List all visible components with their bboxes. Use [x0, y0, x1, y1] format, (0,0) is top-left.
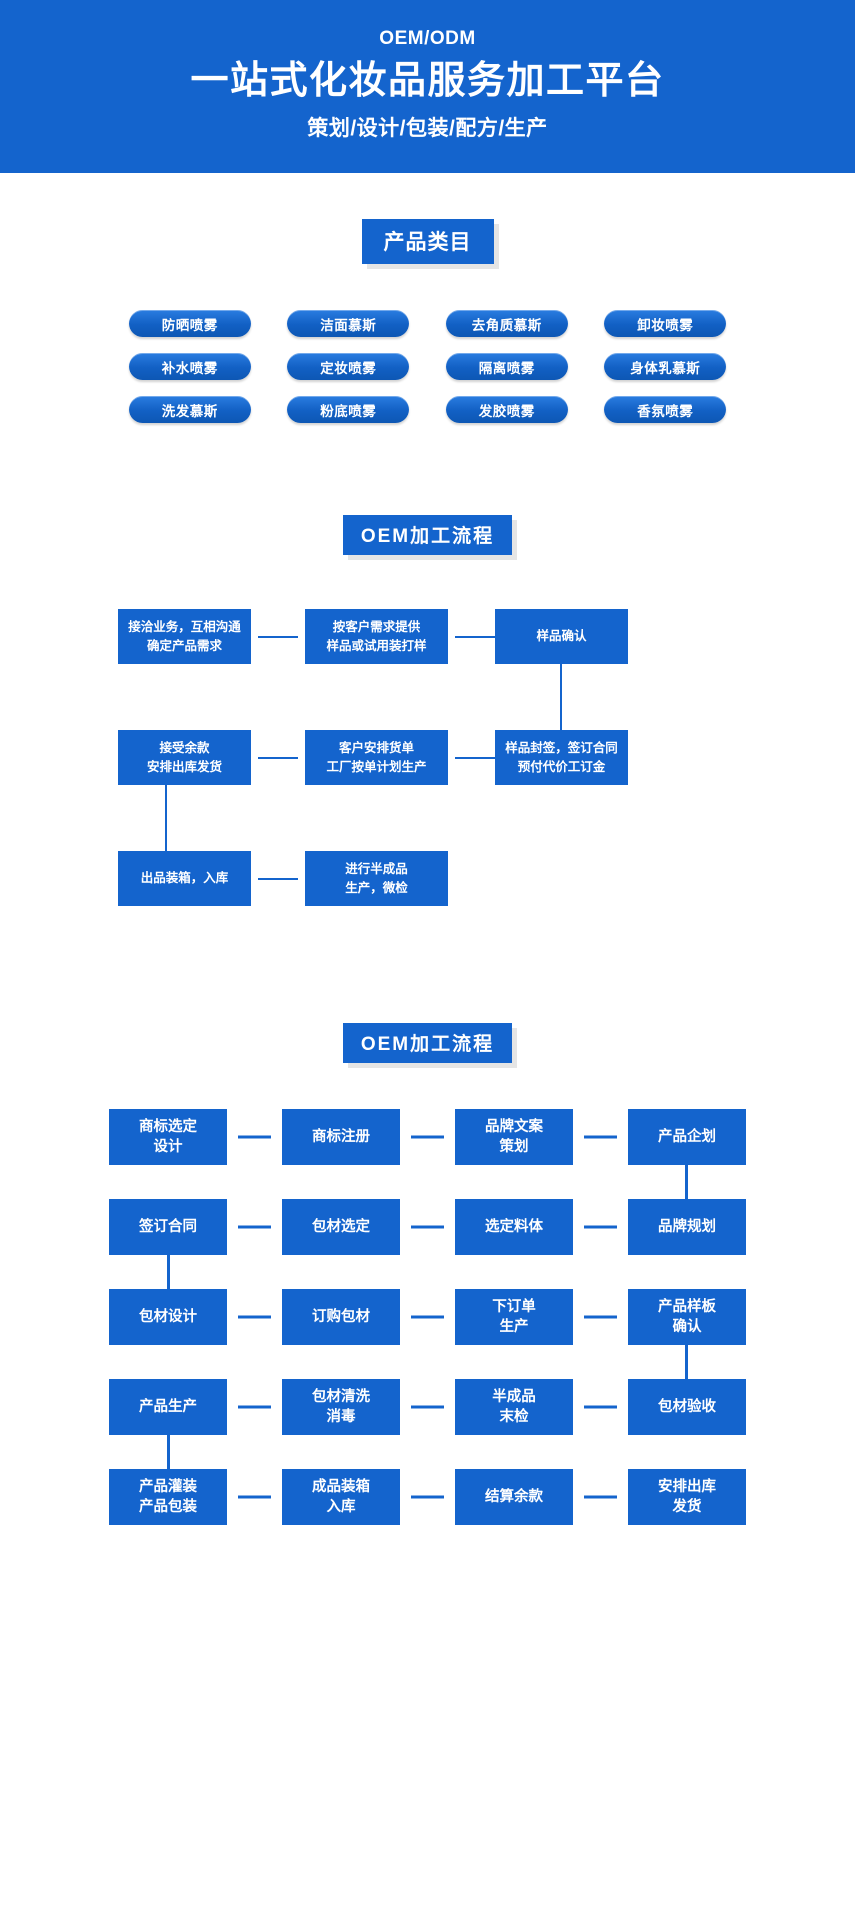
flow1-box: 样品确认 — [495, 609, 628, 665]
flow2-box: 包材清洗消毒 — [282, 1379, 444, 1436]
flow2-connector-horizontal — [238, 1135, 271, 1139]
flow2-box: 品牌文案策划 — [455, 1109, 617, 1166]
flow2-box: 签订合同 — [109, 1199, 271, 1290]
flow2-connector-vertical — [685, 1165, 688, 1200]
flow2-box: 订购包材 — [282, 1289, 444, 1346]
flow1-box: 进行半成品生产，微检 — [305, 851, 448, 907]
spacer-before-flow2 — [0, 931, 855, 1023]
banner-subtitle-bottom: 策划/设计/包装/配方/生产 — [307, 116, 548, 140]
flow2-box: 选定料体 — [455, 1199, 617, 1256]
flow2-box: 包材设计 — [109, 1289, 271, 1346]
spacer-before-pills — [0, 264, 855, 310]
flow2-connector-horizontal — [584, 1135, 617, 1139]
flow1-box: 接洽业务，互相沟通确定产品需求 — [118, 609, 251, 665]
category-pill[interactable]: 香氛喷雾 — [604, 396, 727, 424]
flow2-connector-horizontal — [238, 1225, 271, 1229]
flow2-box: 产品生产 — [109, 1379, 271, 1470]
flow2-box: 产品样板确认 — [628, 1289, 746, 1380]
flow1-box: 样品封签，签订合同预付代价工订金 — [495, 730, 628, 786]
flow2-box: 半成品末检 — [455, 1379, 617, 1436]
flow2-connector-horizontal — [238, 1315, 271, 1319]
category-pill[interactable]: 发胶喷雾 — [445, 396, 568, 424]
flow1-connector-vertical — [560, 664, 562, 731]
category-pill[interactable]: 洗发慕斯 — [128, 396, 251, 424]
flow2-box: 结算余款 — [455, 1469, 617, 1526]
spacer-after-banner — [0, 173, 855, 219]
flow2-connector-vertical — [167, 1435, 170, 1470]
flow2-row: 商标选定设计 商标注册 品牌文案策划 产品企划 — [0, 1109, 855, 1200]
oem-process-diagram-1: 接洽业务，互相沟通确定产品需求 按客户需求提供样品或试用装打样 样品确认 接受余… — [0, 601, 855, 931]
flow2-box: 下订单生产 — [455, 1289, 617, 1346]
flow2-connector-horizontal — [584, 1405, 617, 1409]
flow1-box: 客户安排货单工厂按单计划生产 — [305, 730, 448, 786]
flow1-connector-horizontal — [258, 636, 298, 639]
flow1-section-header: OEM加工流程 — [0, 515, 855, 556]
flow2-box: 成品装箱入库 — [282, 1469, 444, 1526]
flow2-title-chip: OEM加工流程 — [342, 1023, 513, 1064]
flow2-section-header: OEM加工流程 — [0, 1023, 855, 1064]
oem-process-diagram-2: 商标选定设计 商标注册 品牌文案策划 产品企划 签订合同 包材选定 选定料体 品… — [0, 1109, 855, 1526]
flow1-box: 接受余款安排出库发货 — [118, 730, 251, 786]
spacer-before-flow2-diagram — [0, 1063, 855, 1109]
banner-main-title: 一站式化妆品服务加工平台 — [190, 59, 665, 102]
flow2-connector-horizontal — [584, 1495, 617, 1499]
flow2-row: 签订合同 包材选定 选定料体 品牌规划 — [0, 1199, 855, 1290]
spacer-before-flow1 — [0, 423, 855, 515]
product-category-grid: 防晒喷雾 洁面慕斯 去角质慕斯 卸妆喷雾 补水喷雾 定妆喷雾 隔离喷雾 身体乳慕… — [118, 310, 738, 424]
category-pill[interactable]: 身体乳慕斯 — [604, 353, 727, 381]
flow2-box: 产品灌装产品包装 — [109, 1469, 271, 1526]
flow1-connector-horizontal — [455, 636, 495, 639]
category-pill[interactable]: 定妆喷雾 — [287, 353, 410, 381]
flow2-connector-horizontal — [411, 1315, 444, 1319]
flow2-row: 产品灌装产品包装 成品装箱入库 结算余款 安排出库发货 — [0, 1469, 855, 1526]
flow2-connector-horizontal — [238, 1405, 271, 1409]
flow2-connector-horizontal — [411, 1405, 444, 1409]
flow1-connector-horizontal — [258, 757, 298, 760]
categories-title-chip: 产品类目 — [361, 219, 494, 265]
flow2-connector-vertical — [685, 1345, 688, 1380]
flow2-connector-vertical — [167, 1255, 170, 1290]
spacer-before-flow1-diagram — [0, 555, 855, 601]
flow2-box: 包材选定 — [282, 1199, 444, 1256]
categories-section-header: 产品类目 — [0, 219, 855, 265]
spacer-page-bottom — [0, 1559, 855, 1589]
category-pill[interactable]: 粉底喷雾 — [287, 396, 410, 424]
page-banner: OEM/ODM 一站式化妆品服务加工平台 策划/设计/包装/配方/生产 — [0, 0, 855, 174]
flow1-title-chip: OEM加工流程 — [342, 515, 513, 556]
flow2-box: 包材验收 — [628, 1379, 746, 1436]
category-pill[interactable]: 防晒喷雾 — [128, 310, 251, 338]
flow2-box: 商标注册 — [282, 1109, 444, 1166]
flow2-row: 包材设计 订购包材 下订单生产 产品样板确认 — [0, 1289, 855, 1380]
category-pill[interactable]: 卸妆喷雾 — [604, 310, 727, 338]
category-pill[interactable]: 洁面慕斯 — [287, 310, 410, 338]
category-pill[interactable]: 隔离喷雾 — [445, 353, 568, 381]
flow2-box: 品牌规划 — [628, 1199, 746, 1256]
flow2-box: 商标选定设计 — [109, 1109, 271, 1166]
flow2-connector-horizontal — [238, 1495, 271, 1499]
flow2-box: 产品企划 — [628, 1109, 746, 1200]
flow1-connector-horizontal — [455, 757, 495, 760]
category-pill[interactable]: 去角质慕斯 — [445, 310, 568, 338]
flow2-row: 产品生产 包材清洗消毒 半成品末检 包材验收 — [0, 1379, 855, 1470]
flow2-connector-horizontal — [584, 1315, 617, 1319]
flow2-connector-horizontal — [411, 1495, 444, 1499]
flow1-connector-vertical — [165, 785, 167, 852]
flow2-connector-horizontal — [584, 1225, 617, 1229]
flow2-connector-horizontal — [411, 1135, 444, 1139]
flow1-box: 按客户需求提供样品或试用装打样 — [305, 609, 448, 665]
flow2-connector-horizontal — [411, 1225, 444, 1229]
banner-subtitle-top: OEM/ODM — [379, 28, 476, 49]
category-pill[interactable]: 补水喷雾 — [128, 353, 251, 381]
flow1-box: 出品装箱，入库 — [118, 851, 251, 907]
flow2-box: 安排出库发货 — [628, 1469, 746, 1526]
flow1-connector-horizontal — [258, 878, 298, 881]
